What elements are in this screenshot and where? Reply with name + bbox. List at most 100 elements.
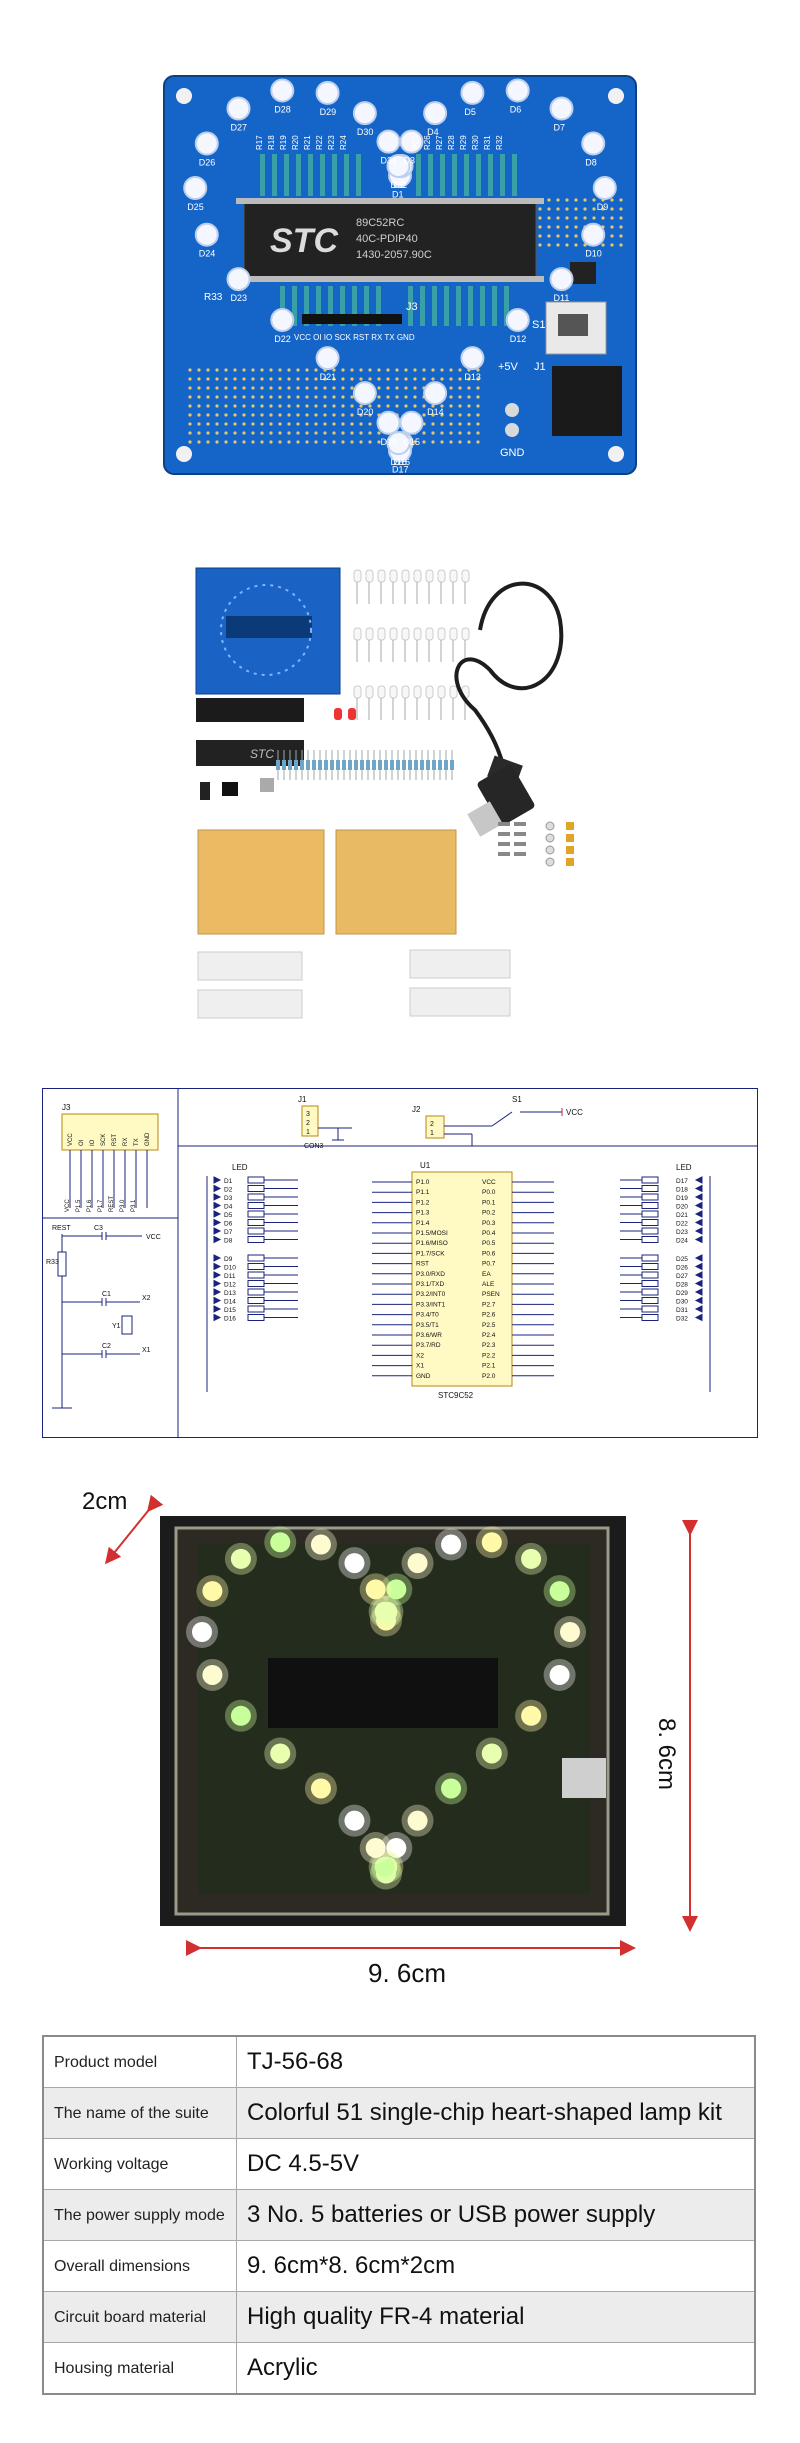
chip-left-pin: X2 [416, 1352, 424, 1359]
j3-pin-label: RX [123, 1138, 129, 1146]
vcc-label-top: VCC [566, 1108, 583, 1117]
j1-con-label: CON3 [304, 1143, 324, 1150]
pcb-led-label: D8 [585, 158, 597, 168]
pcb-resistor-label: R32 [495, 135, 504, 150]
j3-pin-label: RST [112, 1134, 118, 1146]
pcb-resistor-label: R21 [303, 135, 312, 150]
pcb-led-label: D5 [464, 107, 476, 117]
pcb-led [352, 381, 377, 406]
j1-pin: 1 [306, 1129, 310, 1136]
s1-label: S1 [512, 1095, 522, 1104]
j3-net-label: P1.7 [98, 1199, 104, 1212]
header-label: J3 [406, 301, 418, 313]
spec-label: Overall dimensions [42, 2240, 237, 2292]
pcb-led [352, 101, 377, 126]
chip-right-pin: P0.4 [482, 1230, 496, 1237]
pcb-led-label: D28 [274, 104, 291, 114]
chip-right-pin: P2.5 [482, 1322, 496, 1329]
pcb-led [183, 176, 208, 200]
pcb-led [376, 410, 401, 435]
spec-label: Product model [42, 2035, 237, 2088]
spec-value: Colorful 51 single-chip heart-shaped lam… [236, 2087, 756, 2139]
schematic-led-label: D8 [224, 1238, 233, 1245]
j3-net-label: VCC [65, 1199, 71, 1212]
schematic-led-label: D16 [224, 1316, 236, 1323]
pcb-resistor-label: R30 [471, 135, 480, 150]
pcb-led-label: D17 [392, 465, 409, 475]
schematic-led-label: D17 [676, 1178, 688, 1185]
pcb-resistor-label: R17 [255, 135, 264, 150]
width-label: 9. 6cm [368, 1958, 447, 1988]
pcb-led-label: D18 [390, 457, 407, 467]
pcb-led-label: D15 [403, 437, 420, 447]
pcb-led-label: D22 [274, 334, 291, 344]
chip-right-pin: P0.7 [482, 1261, 496, 1268]
pcb-led-label: D32 [390, 180, 407, 190]
pcb-led [270, 308, 295, 333]
spec-label: The power supply mode [42, 2189, 237, 2241]
pcb-led-label: D9 [597, 202, 609, 212]
jack-label: J1 [534, 361, 546, 373]
schematic-led-label: D7 [224, 1229, 233, 1236]
pcb-led-label: D27 [230, 123, 247, 133]
r33-label: R33 [46, 1259, 59, 1266]
pcb-resistor-label: R26 [423, 135, 432, 150]
switch-label: S1 [532, 319, 545, 331]
pcb-led-label: D7 [554, 123, 566, 133]
j3-pin-label: SCK [101, 1134, 107, 1146]
pcb-led [423, 101, 448, 126]
pcb-resistor-label: R22 [315, 135, 324, 150]
schematic-led-label: D1 [224, 1178, 233, 1185]
pcb-resistor-label: R31 [483, 135, 492, 150]
chip-left-pin: P3.1/TXD [416, 1281, 444, 1288]
pcb-led-label: D11 [554, 293, 570, 303]
spec-label: Working voltage [42, 2138, 237, 2190]
spec-value: Acrylic [236, 2342, 756, 2395]
schematic-led-label: D25 [676, 1256, 688, 1263]
spec-value: DC 4.5-5V [236, 2138, 756, 2190]
spec-value: High quality FR-4 material [236, 2291, 756, 2343]
chip-right-pin: PSEN [482, 1291, 500, 1298]
pcb-resistor-label: R23 [327, 135, 336, 150]
j3-pin-label: GND [145, 1132, 151, 1146]
chip-left-pin: P1.2 [416, 1199, 430, 1206]
pcb-led [460, 346, 485, 371]
j3-net-label: P1.5 [76, 1199, 82, 1212]
kit-parts-photo: STC [190, 560, 620, 1020]
plus5v-label: +5V [498, 361, 519, 373]
j3-pin-label: VCC [68, 1133, 74, 1146]
schematic-led-label: D26 [676, 1265, 688, 1272]
kit-chip-label: STC [250, 747, 274, 761]
spec-value: TJ-56-68 [236, 2035, 756, 2088]
schematic-led-label: D10 [224, 1265, 236, 1272]
dimension-photo: 2cm 8. 6cm 9. 6cm [82, 1488, 730, 1988]
pcb-led-label: D12 [510, 334, 527, 344]
schematic-led-label: D20 [676, 1204, 688, 1211]
j3-pin-label: TX [134, 1138, 140, 1146]
pcb-led-label: D31 [381, 156, 398, 166]
schematic-led-label: D2 [224, 1187, 233, 1194]
led-left-label: LED [232, 1163, 248, 1172]
schematic-led-label: D13 [224, 1290, 236, 1297]
pcb-led [505, 78, 530, 103]
j1-label: J1 [298, 1095, 307, 1104]
pcb-led-label: D4 [427, 127, 439, 137]
chip-marking-1: 89C52RC [356, 217, 404, 229]
chip-right-pin: P0.2 [482, 1210, 496, 1217]
j2-pin: 1 [430, 1130, 434, 1137]
chip-left-pin: P1.7/SCK [416, 1250, 445, 1257]
pcb-led [386, 431, 411, 456]
pcb-led-label: D21 [320, 372, 337, 382]
pcb-resistor-label: R24 [339, 135, 348, 150]
pcb-resistor-label: R19 [279, 135, 288, 150]
height-label: 8. 6cm [653, 1718, 680, 1791]
chip-left-pin: P3.7/RD [416, 1342, 441, 1349]
vcc-label-c3: VCC [146, 1234, 161, 1241]
chip-right-pin: P2.3 [482, 1342, 496, 1349]
chip-left-pin: P3.2/INT0 [416, 1291, 446, 1298]
pcb-led [194, 222, 219, 247]
schematic-led-label: D14 [224, 1299, 236, 1306]
